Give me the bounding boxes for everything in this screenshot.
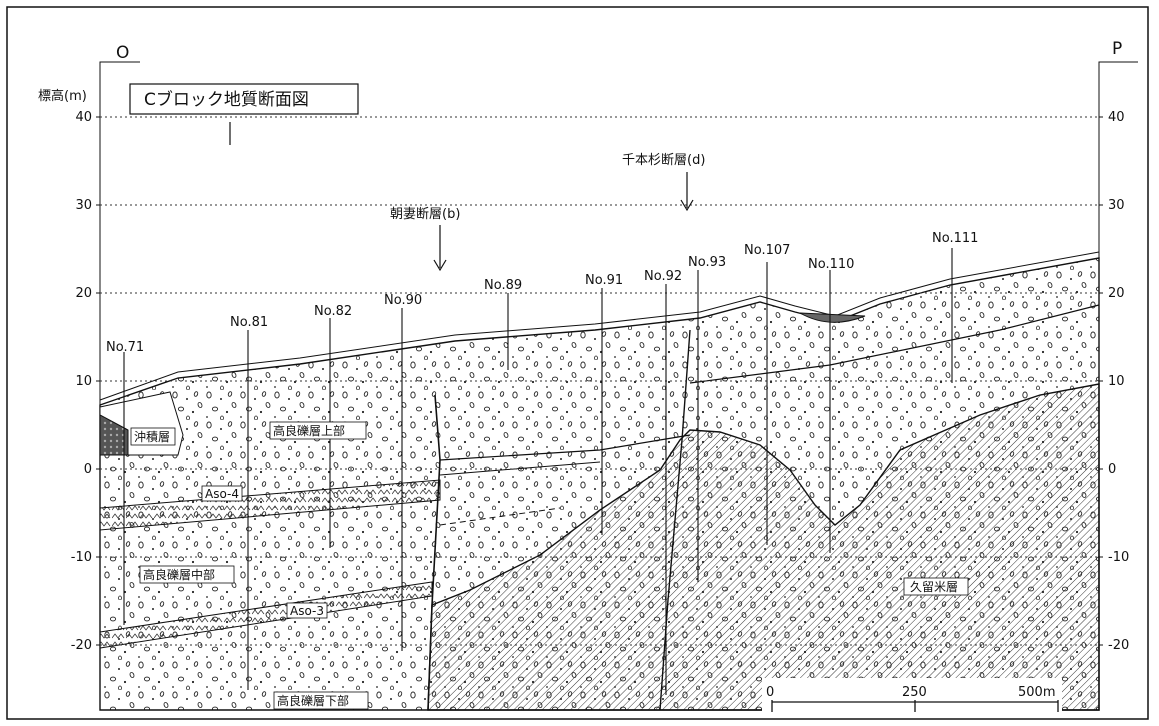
tick-left-10: 10 — [75, 374, 92, 389]
senbonsugi-fault-trace — [659, 329, 691, 711]
tick-left-20: 20 — [75, 286, 92, 301]
label-box — [201, 485, 243, 502]
borehole-label: No.91 — [585, 273, 623, 288]
end-label-right: P — [1112, 39, 1122, 59]
tick-left-30: 30 — [75, 198, 92, 213]
tick-left-40: 40 — [75, 110, 92, 125]
end-mark-left — [99, 61, 140, 82]
layer-label-aso3: Aso-3 — [290, 604, 324, 618]
tick-left-minus10: -10 — [71, 550, 92, 565]
elevation-gridlines — [100, 116, 1099, 646]
arrow-down-icon — [680, 199, 694, 212]
asazuma-fault-trace — [427, 394, 441, 711]
label-box — [286, 602, 328, 619]
layer-label-alluvium: 沖積層 — [134, 429, 170, 444]
borehole-label: No.110 — [808, 257, 854, 272]
y-axis-right: 40 30 20 10 0 -10 -20 — [1099, 110, 1129, 653]
scale-label-0: 0 — [766, 685, 774, 700]
tick-right-minus20: -20 — [1108, 638, 1129, 653]
tick-right-20: 20 — [1108, 286, 1125, 301]
contact-upper-east — [689, 304, 1100, 384]
label-box — [273, 691, 369, 710]
tick-right-0: 0 — [1108, 462, 1116, 477]
label-box — [139, 565, 235, 584]
scale-bar: 0 250 500m — [762, 678, 1062, 716]
title-box — [129, 83, 359, 115]
layer-label-upper: 高良礫層上部 — [273, 423, 345, 438]
contact-upper-mid — [439, 434, 691, 461]
figure-frame — [6, 6, 1149, 720]
end-label-left: O — [116, 43, 129, 63]
tick-right-10: 10 — [1108, 374, 1125, 389]
section-title: Cブロック地質断面図 — [144, 89, 309, 110]
label-box — [903, 577, 969, 596]
borehole-label: No.71 — [106, 340, 144, 355]
contact-inferred — [439, 507, 561, 526]
layer-label-middle: 高良礫層中部 — [143, 567, 215, 582]
ground-surface — [99, 251, 1100, 401]
borehole-label: No.107 — [744, 243, 790, 258]
aso4-band — [99, 479, 441, 531]
tick-left-0: 0 — [84, 462, 92, 477]
fill-lens — [799, 312, 866, 323]
fault-label-senbonsugi: 千本杉断層(d) — [622, 153, 705, 168]
borehole-label: No.81 — [230, 315, 268, 330]
borehole-label: No.93 — [688, 255, 726, 270]
tick-right-40: 40 — [1108, 110, 1125, 125]
arrow-down-icon — [433, 259, 447, 272]
tick-right-30: 30 — [1108, 198, 1125, 213]
y-axis-left: 40 30 20 10 0 -10 -20 — [71, 110, 100, 653]
scale-label-500: 500m — [1018, 685, 1055, 700]
label-box — [130, 427, 176, 446]
fault-label-asazuma: 朝妻断層(b) — [390, 207, 460, 222]
kurume-formation — [427, 383, 1100, 711]
layer-label-lower: 高良礫層下部 — [277, 693, 349, 708]
borehole-label: No.90 — [384, 293, 422, 308]
y-axis-label: 標高(m) — [38, 88, 87, 104]
strata — [99, 251, 1100, 711]
borehole-label: No.82 — [314, 304, 352, 319]
borehole-label: No.92 — [644, 269, 682, 284]
layer-label-basement: 久留米層 — [910, 580, 958, 594]
borehole-label: No.89 — [484, 278, 522, 293]
borehole-label: No.111 — [932, 231, 978, 246]
tick-left-minus20: -20 — [71, 638, 92, 653]
tick-right-minus10: -10 — [1108, 550, 1129, 565]
scale-label-250: 250 — [902, 685, 927, 700]
end-mark-right — [1098, 61, 1138, 82]
layer-label-aso4: Aso-4 — [205, 487, 239, 501]
label-box — [269, 421, 367, 440]
